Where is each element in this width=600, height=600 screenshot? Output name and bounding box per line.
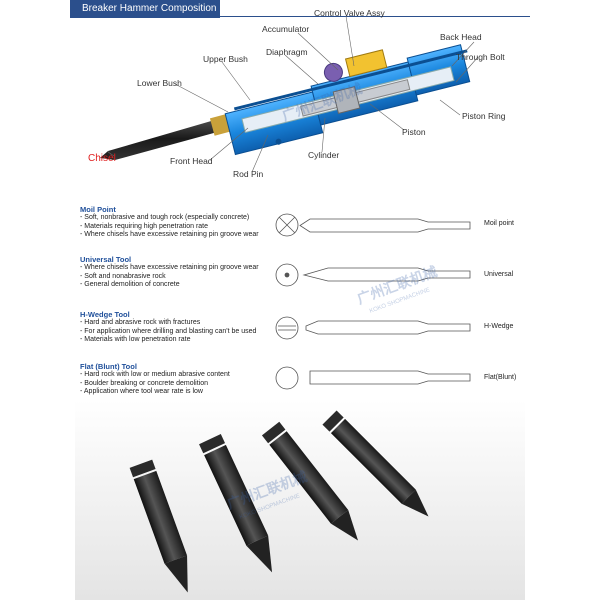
tool-bullet: - Hard and abrasive rock with fractures (80, 319, 201, 326)
diaphragm-shape (332, 86, 361, 114)
flat-side-view (309, 370, 471, 385)
label-lower-bush: Lower Bush (137, 78, 182, 88)
tool-name-h-wedge: H-Wedge (484, 323, 514, 330)
control-valve-shape (344, 49, 388, 78)
tool-bullet: - Soft and nonabrasive rock (80, 272, 166, 280)
tool-bullet: - General demolition of concrete (80, 281, 180, 288)
chisels-photo (75, 400, 525, 600)
label-piston: Piston (402, 127, 426, 137)
tool-section-universal: Universal Tool - Where chisels have exce… (80, 255, 259, 290)
chisel-1 (129, 459, 188, 593)
tool-section-h-wedge: H-Wedge Tool - Hard and abrasive rock wi… (80, 310, 256, 345)
label-control-valve: Control Valve Assy (314, 8, 385, 18)
label-upper-bush: Upper Bush (203, 54, 248, 64)
label-rod-pin: Rod Pin (233, 169, 264, 179)
tool-bullet: - Boulder breaking or concrete demolitio… (80, 379, 209, 387)
tool-bullet: - Soft, nonbrasive and tough rock (espec… (80, 214, 250, 221)
label-diaphragm: Diaphragm (266, 47, 308, 57)
h-wedge-side-view (305, 320, 471, 335)
tool-title: Moil Point (80, 205, 116, 214)
tool-section-moil: Moil Point - Soft, nonbrasive and tough … (80, 205, 259, 240)
tool-name-universal: Universal (484, 271, 514, 278)
label-accumulator: Accumulator (262, 24, 310, 34)
rod-pin-shape (275, 138, 282, 145)
flat-end-view (275, 366, 299, 390)
tool-bullet: - For application where drilling and bla… (80, 327, 257, 335)
tool-title: H-Wedge Tool (80, 310, 130, 319)
chisel-shaft (108, 117, 232, 160)
lower-bush-shape (209, 114, 231, 136)
chisel-3 (261, 421, 359, 541)
section-banner: Breaker Hammer Composition (70, 0, 220, 18)
tool-bullet: - Application where tool wear rate is lo… (80, 388, 203, 395)
chisel-tip (100, 151, 115, 160)
hammer-illustration (100, 15, 479, 173)
tool-bullet: - Materials with low penetration rate (80, 336, 191, 343)
chisel-4 (322, 410, 429, 517)
moil-side-view (299, 218, 471, 233)
tool-drawings (275, 213, 471, 390)
label-through-bolt: Through Bolt (456, 52, 505, 62)
universal-side-view (302, 267, 471, 282)
label-front-head: Front Head (170, 156, 213, 166)
label-back-head: Back Head (440, 32, 482, 42)
tool-name-moil: Moil point (484, 220, 514, 227)
label-cylinder: Cylinder (308, 150, 340, 160)
tool-bullet: - Hard rock with low or medium abrasive … (80, 371, 230, 378)
label-piston-ring: Piston Ring (462, 111, 506, 121)
banner-underline (220, 16, 530, 17)
label-chisel: Chisel (88, 153, 116, 164)
tool-bullet: - Where chisels have excessive retaining… (80, 231, 259, 238)
through-bolt-shape (233, 49, 468, 111)
chisel-2 (199, 434, 273, 573)
tool-bullet: - Materials requiring high penetration r… (80, 222, 209, 230)
tool-bullet: - Where chisels have excessive retaining… (80, 264, 259, 271)
tool-title: Universal Tool (80, 255, 132, 264)
tool-name-flat: Flat(Blunt) (484, 374, 517, 381)
tool-title: Flat (Blunt) Tool (80, 362, 137, 371)
h-wedge-end-view (275, 316, 299, 340)
tool-section-flat: Flat (Blunt) Tool - Hard rock with low o… (80, 362, 230, 397)
